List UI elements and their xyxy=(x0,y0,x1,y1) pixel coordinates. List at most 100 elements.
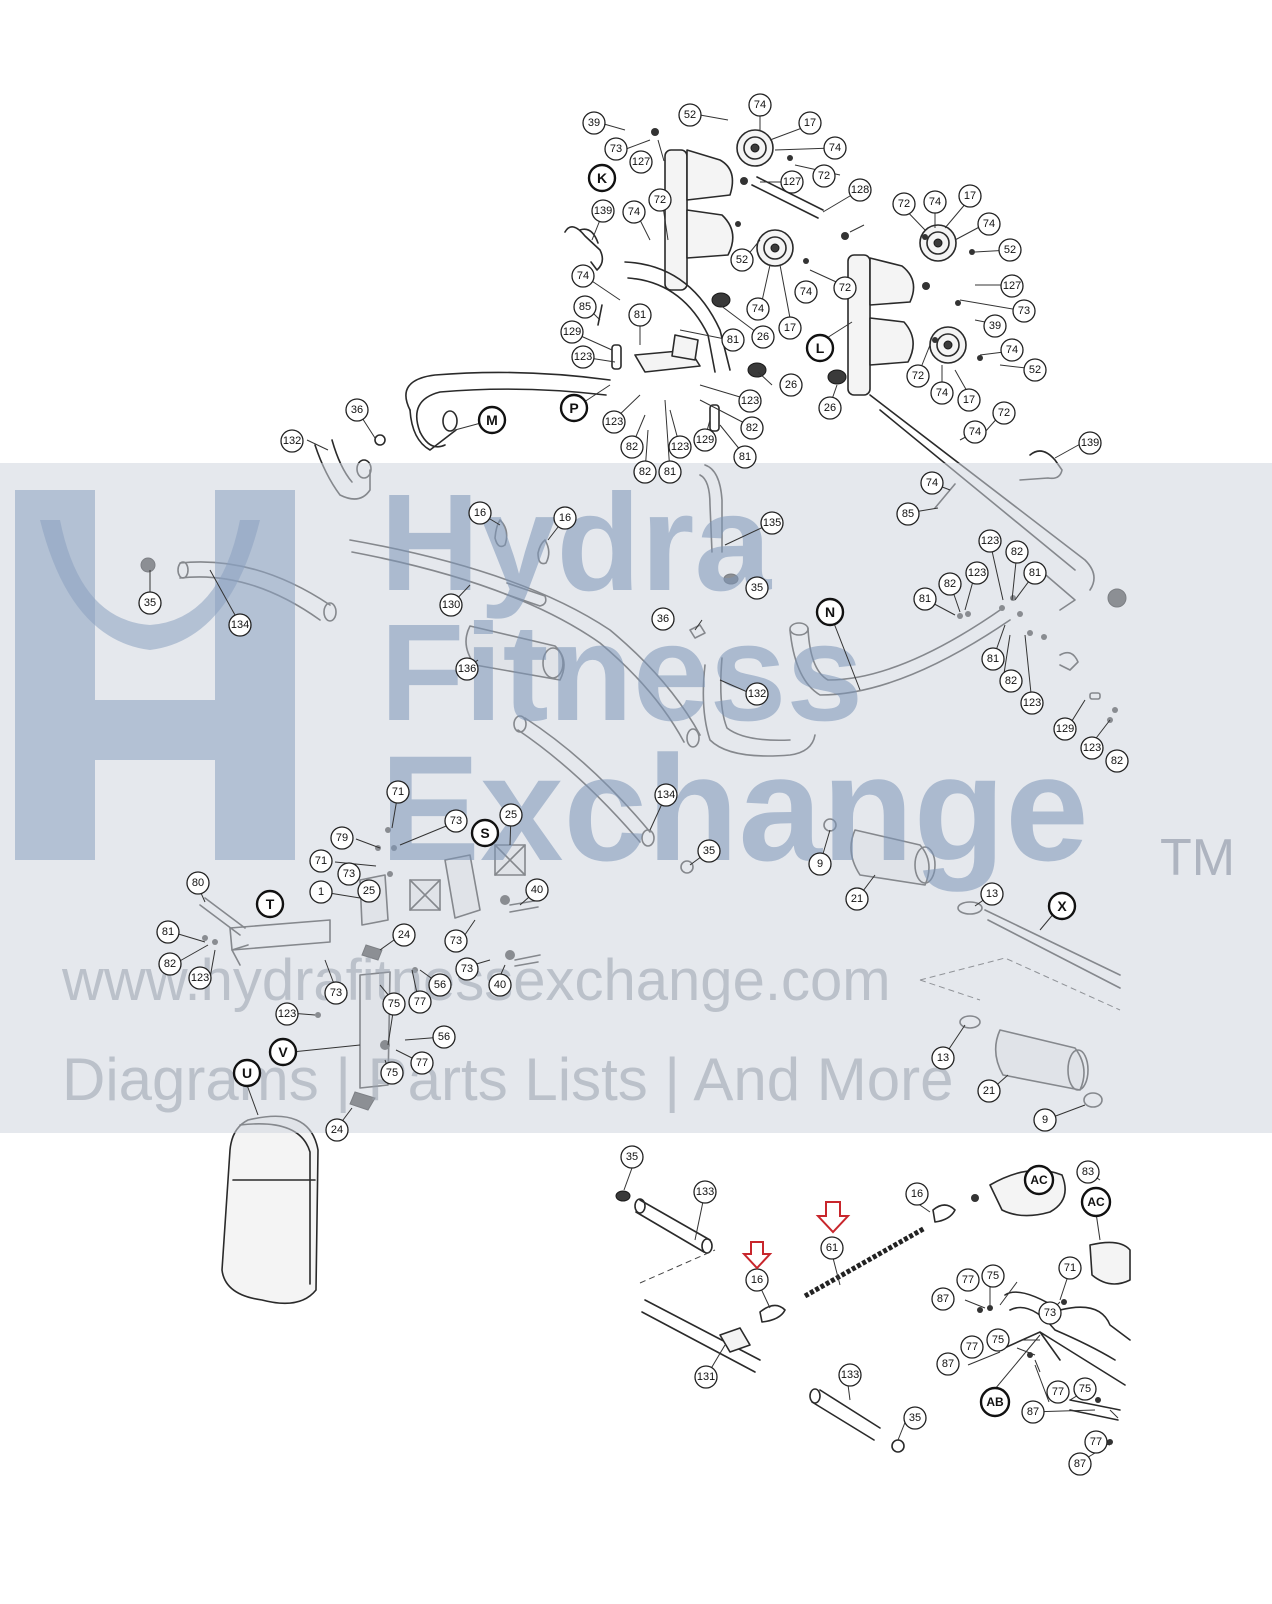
callout-low-22: 123 xyxy=(275,1002,299,1026)
svg-text:81: 81 xyxy=(1029,567,1041,579)
svg-text:82: 82 xyxy=(639,466,651,478)
svg-text:73: 73 xyxy=(461,963,473,975)
callout-low-18: 73 xyxy=(324,981,348,1005)
callout-low-23: 75 xyxy=(380,1061,404,1085)
pulley-17-b xyxy=(756,229,794,267)
callout-upper-35: 26 xyxy=(818,396,842,420)
callout-upper-56: 74 xyxy=(920,471,944,495)
bar-131 xyxy=(641,1299,761,1373)
svg-text:13: 13 xyxy=(937,1052,949,1064)
svg-text:25: 25 xyxy=(363,885,375,897)
callout-upper-48: 123 xyxy=(668,435,692,459)
callout-low-30: 13 xyxy=(931,1046,955,1070)
assembly-label-t: T xyxy=(255,889,285,919)
bar-131-mount xyxy=(719,1327,751,1353)
callout-mid-2: 16 xyxy=(553,506,577,530)
svg-text:71: 71 xyxy=(315,855,327,867)
callout-mid-1: 16 xyxy=(468,501,492,525)
callout-low-3: 25 xyxy=(499,803,523,827)
svg-text:L: L xyxy=(816,340,825,356)
callout-upper-38: 129 xyxy=(560,320,584,344)
link-16-c xyxy=(759,1304,786,1323)
callout-upper-39: 81 xyxy=(628,303,652,327)
seat-pad-u xyxy=(221,1115,319,1305)
svg-text:AC: AC xyxy=(1030,1173,1048,1187)
svg-text:129: 129 xyxy=(563,326,581,338)
callout-low-15: 73 xyxy=(444,929,468,953)
callout-upper-29: 17 xyxy=(778,316,802,340)
svg-text:X: X xyxy=(1057,898,1067,914)
cap-35-bottom-left xyxy=(615,1190,631,1202)
assembly-label-x: X xyxy=(1047,891,1077,921)
svg-text:127: 127 xyxy=(632,156,650,168)
callout-low-9: 40 xyxy=(525,878,549,902)
svg-text:74: 74 xyxy=(936,387,948,399)
callout-upper-8: 72 xyxy=(812,164,836,188)
callout-upper-18: 39 xyxy=(983,314,1007,338)
callout-mid-10: 132 xyxy=(745,682,769,706)
callout-low-5: 71 xyxy=(309,849,333,873)
tube-133-lower xyxy=(811,1389,881,1441)
watermark: Hydra Fitness Exchange TM www.hydrafitne… xyxy=(0,463,1272,1133)
svg-text:74: 74 xyxy=(1006,344,1018,356)
callout-bot-5: 16 xyxy=(905,1182,929,1206)
svg-text:82: 82 xyxy=(944,578,956,590)
callout-bot-2: 133 xyxy=(693,1180,717,1204)
callout-low-17: 40 xyxy=(488,973,512,997)
callout-upper-41: 123 xyxy=(571,345,595,369)
assembly-label-ac-lower: AC xyxy=(1080,1186,1112,1218)
svg-text:40: 40 xyxy=(531,884,543,896)
svg-text:AB: AB xyxy=(986,1395,1004,1409)
svg-text:123: 123 xyxy=(191,972,209,984)
svg-text:80: 80 xyxy=(192,877,204,889)
assembly-label-p: P xyxy=(559,393,589,423)
callout-bot-19: 87 xyxy=(1068,1452,1092,1476)
svg-text:77: 77 xyxy=(1052,1386,1064,1398)
callout-low-4: 79 xyxy=(330,826,354,850)
svg-text:139: 139 xyxy=(594,205,612,217)
svg-text:21: 21 xyxy=(851,893,863,905)
svg-text:1: 1 xyxy=(318,886,324,898)
svg-text:130: 130 xyxy=(442,599,460,611)
tube-133-upper xyxy=(635,1199,711,1253)
svg-text:131: 131 xyxy=(697,1371,715,1383)
svg-text:82: 82 xyxy=(1005,675,1017,687)
handle-m xyxy=(405,371,611,451)
callout-mid-19: 123 xyxy=(1020,691,1044,715)
callout-low-14: 24 xyxy=(392,923,416,947)
callout-upper-36: 74 xyxy=(571,264,595,288)
hardware-dots-upper xyxy=(651,128,983,361)
svg-text:74: 74 xyxy=(983,218,995,230)
callout-upper-44: 123 xyxy=(602,410,626,434)
callout-bot-20: 131 xyxy=(694,1365,718,1389)
callouts-upper: 39 73 127 52 74 17 74 72 127 128 72 74 1… xyxy=(280,93,1102,526)
callout-mid-9: 36 xyxy=(651,607,675,631)
svg-text:52: 52 xyxy=(684,109,696,121)
svg-text:T: T xyxy=(266,896,275,912)
upright-l-tube xyxy=(847,254,871,396)
pin-85-upper xyxy=(597,304,603,326)
svg-text:74: 74 xyxy=(577,270,589,282)
svg-text:128: 128 xyxy=(851,184,869,196)
callout-mid-21: 123 xyxy=(1080,736,1104,760)
svg-text:71: 71 xyxy=(1064,1262,1076,1274)
callout-low-31: 21 xyxy=(977,1079,1001,1103)
svg-text:74: 74 xyxy=(800,286,812,298)
svg-text:73: 73 xyxy=(610,143,622,155)
callout-mid-14: 81 xyxy=(1023,561,1047,585)
callout-mid-22: 82 xyxy=(1105,749,1129,773)
svg-text:9: 9 xyxy=(1042,1114,1048,1126)
callout-mid-11: 123 xyxy=(978,529,1002,553)
svg-text:56: 56 xyxy=(438,1031,450,1043)
svg-text:72: 72 xyxy=(839,282,851,294)
hook-139-left xyxy=(564,226,604,271)
callout-upper-28: 74 xyxy=(746,297,770,321)
svg-text:16: 16 xyxy=(559,512,571,524)
callout-upper-47: 82 xyxy=(633,460,657,484)
assembly-labels: K L M P N S T U V X AB AC AC xyxy=(232,163,1112,1418)
spacer-26-b xyxy=(747,362,767,378)
svg-text:77: 77 xyxy=(966,1341,978,1353)
svg-text:71: 71 xyxy=(392,786,404,798)
svg-text:127: 127 xyxy=(1003,280,1021,292)
